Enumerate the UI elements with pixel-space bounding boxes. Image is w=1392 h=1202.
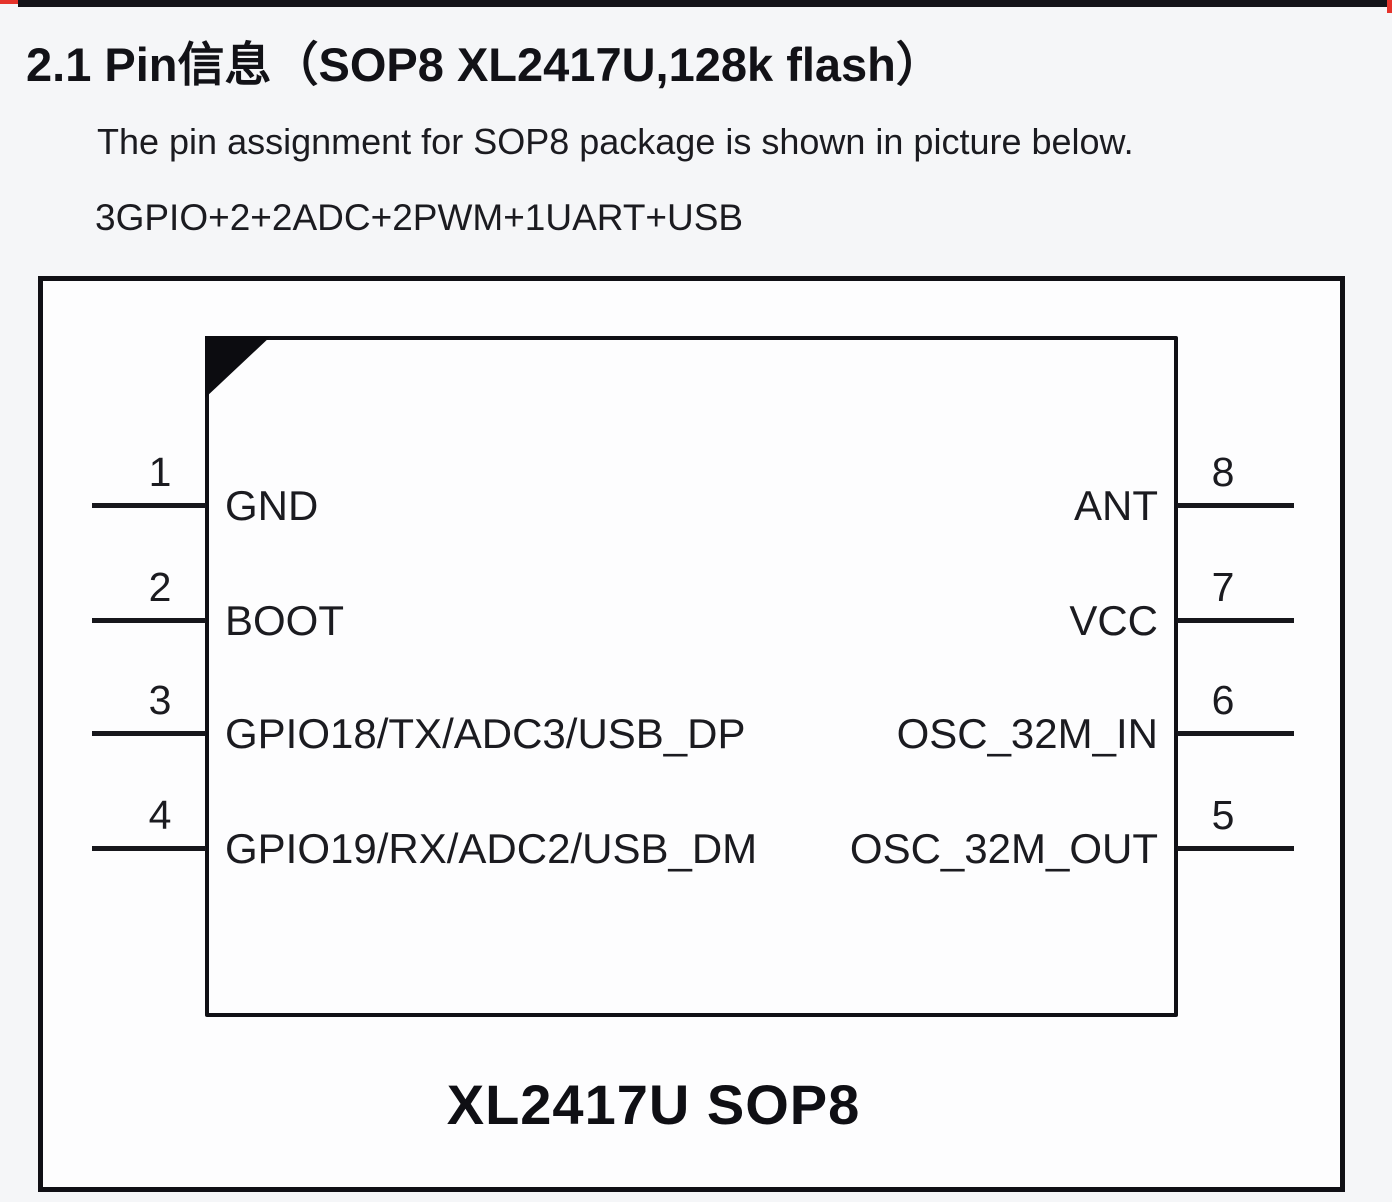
pin-line-3 — [92, 731, 206, 736]
io-summary-text: 3GPIO+2+2ADC+2PWM+1UART+USB — [95, 197, 744, 238]
pin-line-5 — [1177, 846, 1294, 851]
pin-label-gnd: GND — [225, 482, 319, 529]
pin-line-7 — [1177, 618, 1294, 623]
pin-line-4 — [92, 846, 206, 851]
pin-label-gpio18: GPIO18/TX/ADC3/USB_DP — [225, 710, 746, 757]
pin-label-gpio19: GPIO19/RX/ADC2/USB_DM — [225, 825, 758, 872]
pin-line-6 — [1177, 731, 1294, 736]
pin-label-osc32m-out: OSC_32M_OUT — [849, 825, 1158, 872]
chip-outline — [205, 336, 1178, 1017]
top-black-bar — [18, 0, 1388, 7]
pin-number-2: 2 — [148, 564, 172, 610]
pin-line-2 — [92, 618, 206, 623]
pin-label-ant: ANT — [1074, 482, 1158, 529]
pin-number-4: 4 — [148, 792, 172, 838]
pin-label-boot: BOOT — [225, 597, 345, 644]
pin-number-6: 6 — [1211, 677, 1235, 723]
pin-number-3: 3 — [148, 677, 172, 723]
description-text: The pin assignment for SOP8 package is s… — [97, 121, 1134, 162]
pin-number-7: 7 — [1211, 564, 1235, 610]
pin-line-1 — [92, 503, 206, 508]
top-right-red-edge — [1387, 0, 1392, 13]
pin-number-1: 1 — [148, 449, 172, 495]
chip-caption: XL2417U SOP8 — [446, 1073, 861, 1136]
pin-number-5: 5 — [1211, 792, 1235, 838]
pin-label-vcc: VCC — [1069, 597, 1158, 644]
pin-label-osc32m-in: OSC_32M_IN — [896, 710, 1158, 757]
pin-line-8 — [1177, 503, 1294, 508]
pin-number-8: 8 — [1211, 449, 1235, 495]
section-title: 2.1 Pin信息（SOP8 XL2417U,128k flash） — [26, 38, 943, 91]
